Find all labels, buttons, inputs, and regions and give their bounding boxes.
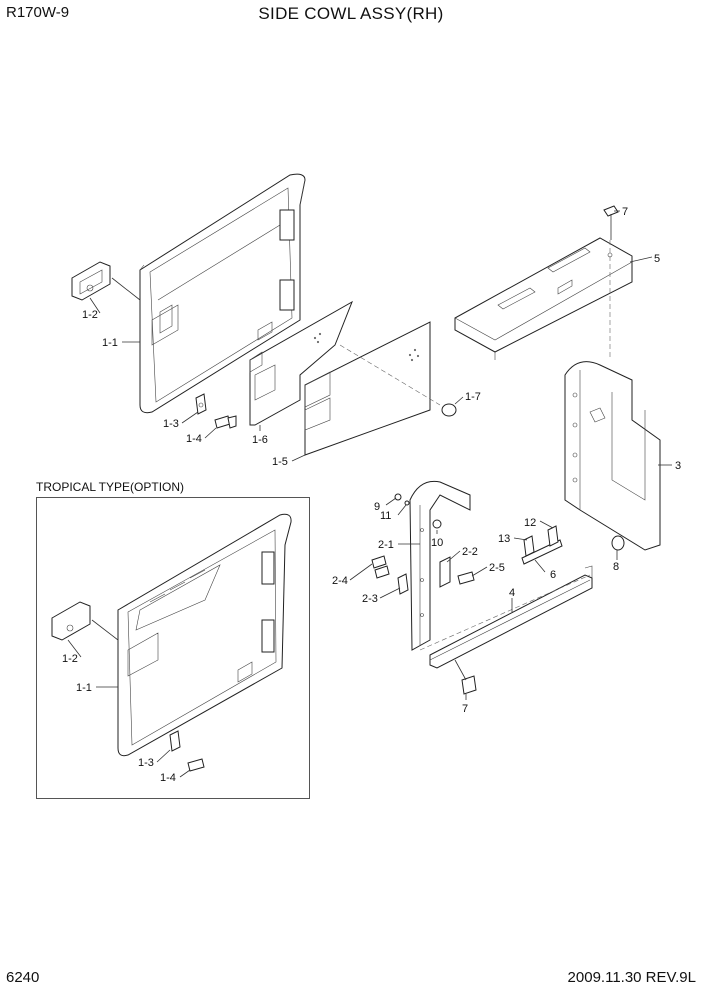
bolt-12-part: [547, 525, 559, 547]
callout-9: 9: [374, 501, 380, 513]
callout-2-2: 2-2: [462, 546, 478, 558]
lower-rail-part: [429, 565, 593, 669]
door-handle-part: [71, 261, 111, 301]
callout-11: 11: [380, 510, 391, 522]
leader-lines: [67, 210, 672, 778]
clamp-part: [521, 539, 563, 565]
callout-10: 10: [431, 537, 443, 549]
cowl-door-tropical: [117, 513, 292, 757]
bolt-side-part: [457, 571, 475, 585]
callout-6: 6: [550, 569, 556, 581]
bolt-pair-part: [371, 555, 390, 579]
callout-8: 8: [613, 561, 619, 573]
grommet-part: [441, 403, 457, 417]
bolt-13-part: [523, 535, 535, 557]
tropical-section-title: TROPICAL TYPE(OPTION): [36, 480, 185, 494]
callout-7-top: 7: [622, 206, 628, 218]
page-title: SIDE COWL ASSY(RH): [258, 4, 444, 23]
side-grommet-part: [611, 535, 625, 551]
upper-bracket-part: [454, 237, 633, 360]
nut-part: [404, 500, 410, 506]
bush-part: [432, 519, 442, 529]
callout-1-6: 1-6: [252, 434, 268, 446]
page-number: 6240: [6, 969, 40, 986]
callout-12: 12: [524, 517, 536, 529]
callout-5: 5: [654, 253, 660, 265]
side-frame-part: [564, 361, 661, 551]
callout-7-bottom: 7: [462, 703, 468, 715]
callout-tropical-1-2: 1-2: [62, 653, 78, 665]
callout-4: 4: [509, 587, 515, 599]
cowl-door-main: [139, 173, 306, 414]
tropical-handle-part: [51, 601, 91, 641]
tropical-bracket-part: [169, 730, 181, 752]
clip-part: [397, 573, 409, 595]
callout-2-1: 2-1: [378, 539, 394, 551]
sound-panel-large: [304, 321, 431, 456]
callout-13: 13: [498, 533, 510, 545]
model-number: R170W-9: [6, 4, 70, 21]
bolt-bottom-part: [461, 675, 477, 695]
bolt-top-part: [603, 205, 619, 240]
callout-tropical-1-4: 1-4: [160, 772, 176, 784]
callout-1-7: 1-7: [465, 391, 481, 403]
callout-3: 3: [675, 460, 681, 472]
callout-tropical-1-3: 1-3: [138, 757, 154, 769]
revision-date: 2009.11.30 REV.9L: [567, 969, 696, 986]
callout-2-4: 2-4: [332, 575, 348, 587]
callout-1-3: 1-3: [163, 418, 179, 430]
tropical-bolt-part: [187, 758, 205, 772]
plate-part: [439, 556, 451, 588]
callout-1-2: 1-2: [82, 309, 98, 321]
latch-bracket-part: [195, 393, 207, 415]
callout-1-1: 1-1: [102, 337, 118, 349]
vertical-bracket-part: [409, 480, 471, 651]
callout-2-3: 2-3: [362, 593, 378, 605]
bolt-part: [214, 415, 237, 429]
callout-2-5: 2-5: [489, 562, 505, 574]
callout-tropical-1-1: 1-1: [76, 682, 92, 694]
sound-panel-small: [249, 300, 353, 426]
tropical-option-box: [36, 497, 310, 799]
callout-1-4: 1-4: [186, 433, 202, 445]
washer-part: [394, 493, 402, 501]
callout-1-5: 1-5: [272, 456, 288, 468]
